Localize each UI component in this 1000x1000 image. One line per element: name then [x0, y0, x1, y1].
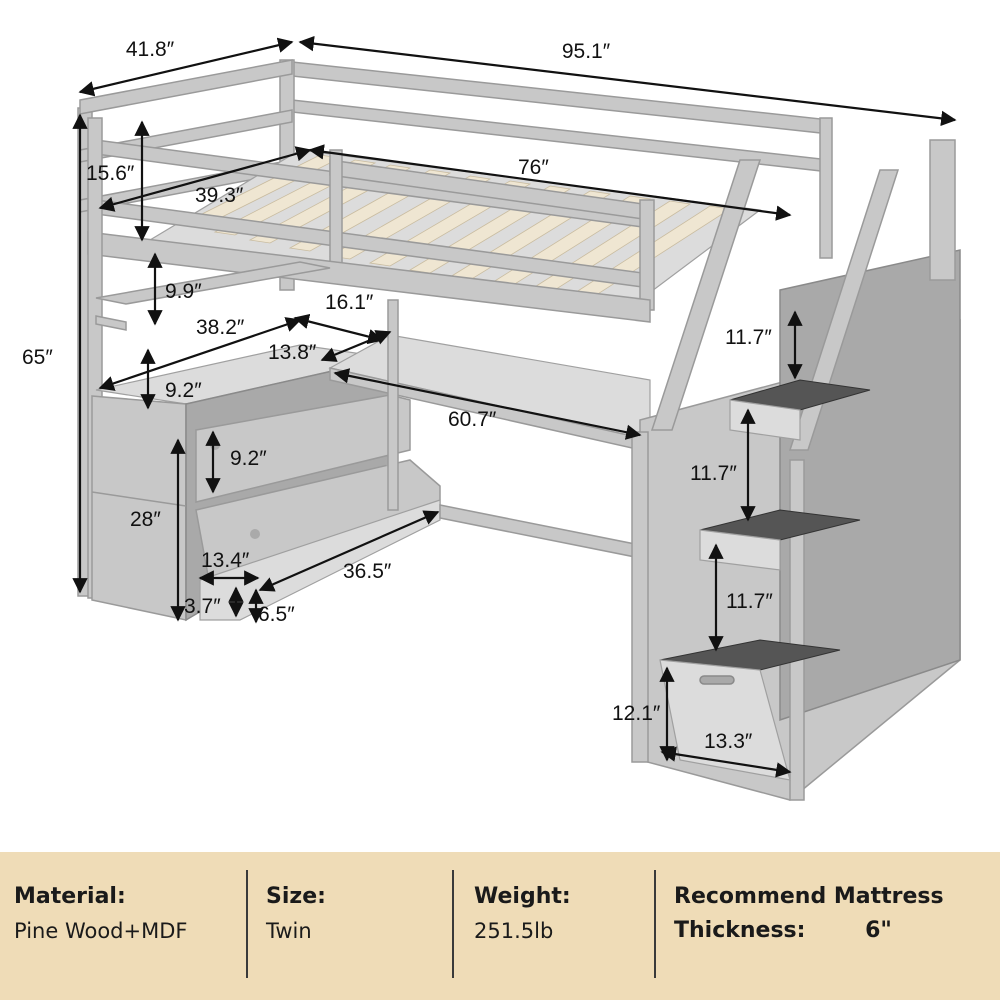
material-label: Material:: [14, 884, 126, 909]
dim-9-2-a: 9.2″: [165, 379, 202, 402]
dim-9-9: 9.9″: [165, 280, 202, 303]
dim-11-7-a: 11.7″: [725, 326, 772, 349]
material-value: Pine Wood+MDF: [14, 919, 188, 943]
spec-material: Material: Pine Wood+MDF: [14, 880, 187, 948]
thickness-row: Thickness: 6": [674, 914, 944, 948]
loft-bed-diagram: 41.8″ 95.1″ 15.6″ 76″ 39.3″ 65″ 9.9″ 16.…: [22, 35, 961, 801]
mattress-label: Recommend Mattress: [674, 884, 944, 909]
dim-41-8: 41.8″: [126, 38, 175, 61]
spec-size: Size: Twin: [266, 880, 326, 948]
separator-1: [246, 870, 248, 978]
spec-mattress: Recommend Mattress Thickness: 6": [674, 880, 944, 948]
dim-13-8: 13.8″: [268, 341, 317, 364]
dim-38-2: 38.2″: [196, 316, 245, 339]
dim-3-7: 3.7″: [184, 595, 221, 618]
dim-6-5: 6.5″: [258, 603, 295, 626]
dim-11-7-b: 11.7″: [690, 462, 737, 485]
dim-95-1: 95.1″: [562, 40, 611, 63]
dim-13-4: 13.4″: [201, 549, 250, 572]
dim-11-7-c: 11.7″: [726, 590, 773, 613]
weight-label: Weight:: [474, 884, 571, 909]
dim-15-6: 15.6″: [86, 162, 135, 185]
dimension-arrows: [72, 35, 957, 778]
weight-value: 251.5lb: [474, 919, 554, 943]
dim-9-2-b: 9.2″: [230, 447, 267, 470]
dim-12-1: 12.1″: [612, 702, 661, 725]
dim-39-3: 39.3″: [195, 184, 244, 207]
dim-13-3: 13.3″: [704, 730, 753, 753]
size-value: Twin: [266, 919, 312, 943]
size-label: Size:: [266, 884, 326, 909]
spec-band: Material: Pine Wood+MDF Size: Twin Weigh…: [0, 852, 1000, 1000]
dim-76: 76″: [518, 156, 549, 179]
dim-65: 65″: [22, 346, 53, 369]
dim-16-1: 16.1″: [325, 291, 374, 314]
dim-60-7: 60.7″: [448, 408, 497, 431]
separator-2: [452, 870, 454, 978]
dimension-labels: 41.8″ 95.1″ 15.6″ 76″ 39.3″ 65″ 9.9″ 16.…: [22, 38, 773, 753]
dim-28: 28″: [130, 508, 161, 531]
spec-weight: Weight: 251.5lb: [474, 880, 571, 948]
dim-36-5: 36.5″: [343, 560, 392, 583]
thickness-label: Thickness:: [674, 918, 806, 943]
thickness-value: 6": [865, 918, 892, 943]
separator-3: [654, 870, 656, 978]
